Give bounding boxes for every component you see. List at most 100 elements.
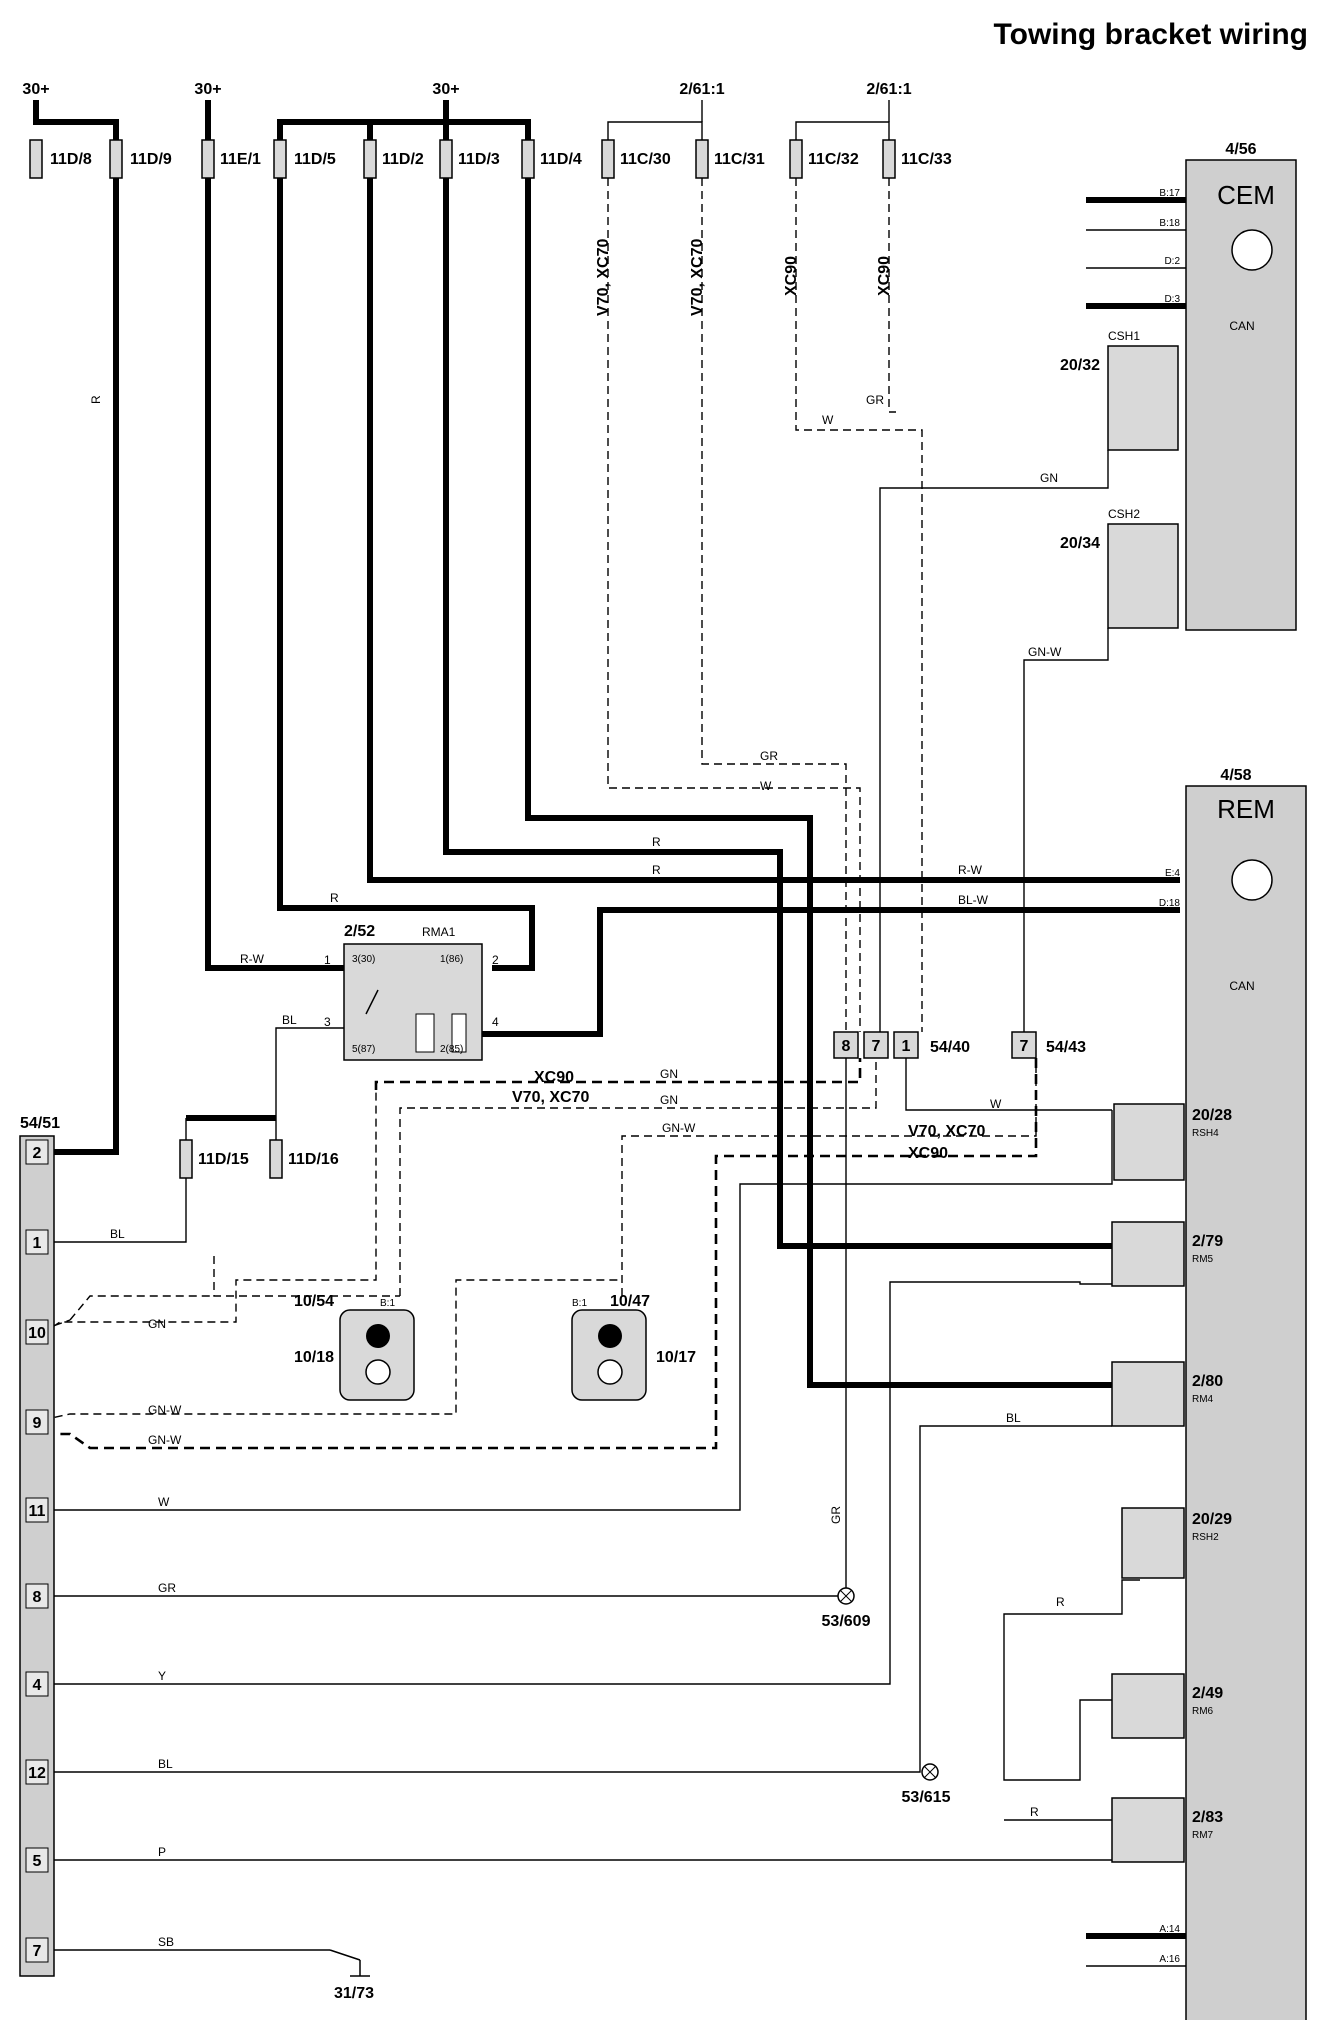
fuse-11d5: 11D/5 bbox=[294, 151, 336, 168]
socket-pin-12: 12 bbox=[28, 1765, 46, 1782]
wire-gnw-label-4: GN-W bbox=[148, 1433, 182, 1447]
fuse-11d16: 11D/16 bbox=[288, 1151, 339, 1168]
fuse-pair-lower bbox=[42, 1115, 283, 1243]
wire-p-label: P bbox=[158, 1845, 166, 1859]
wire-w-label-2: W bbox=[760, 779, 772, 793]
thick-wires bbox=[42, 178, 1180, 1388]
fuse-11d9: 11D/9 bbox=[130, 151, 172, 168]
relay-p85: 2(85) bbox=[440, 1044, 463, 1055]
rem-pin-e4: E:4 bbox=[1165, 868, 1180, 879]
wire-gnw-label-3: GN-W bbox=[148, 1403, 182, 1417]
relay-p86: 1(86) bbox=[440, 954, 463, 965]
ground-3173: 31/73 bbox=[334, 1985, 374, 2002]
rem-pin-a16: A:16 bbox=[1159, 1954, 1180, 1965]
rm4-id: 2/80 bbox=[1192, 1373, 1223, 1390]
c5440-pin8: 8 bbox=[842, 1038, 851, 1055]
cem-pin-b18: B:18 bbox=[1159, 218, 1180, 229]
rem-can: CAN bbox=[1229, 979, 1254, 993]
wire-gnw-label: GN-W bbox=[1028, 645, 1062, 659]
wire-gr-label-3: GR bbox=[158, 1581, 176, 1595]
fuse-11c33: 11C/33 bbox=[901, 151, 952, 168]
variant-v70-c: V70, XC70 bbox=[512, 1089, 589, 1106]
c5440-pin7: 7 bbox=[872, 1038, 881, 1055]
csh1-id: 20/32 bbox=[1060, 357, 1100, 374]
fuse-11e1: 11E/1 bbox=[220, 151, 261, 168]
relay-p87: 5(87) bbox=[352, 1044, 375, 1055]
c5443-pin7: 7 bbox=[1020, 1038, 1029, 1055]
relay-rma1 bbox=[343, 943, 483, 1061]
wire-r-label-5: R bbox=[1056, 1595, 1065, 1609]
fuse-11d3: 11D/3 bbox=[458, 151, 500, 168]
supply-261-a: 2/61:1 bbox=[679, 81, 724, 98]
trailer-socket bbox=[19, 1135, 55, 1977]
socket-pin-2: 2 bbox=[33, 1145, 42, 1162]
wire-r-label-3: R bbox=[652, 835, 661, 849]
wire-y-label: Y bbox=[158, 1669, 166, 1683]
rsh4-id: 20/28 bbox=[1192, 1107, 1232, 1124]
socket-pin-8: 8 bbox=[33, 1589, 42, 1606]
socket-pin-9: 9 bbox=[33, 1415, 42, 1432]
socket-pin-5: 5 bbox=[33, 1853, 42, 1870]
relay-pin-2: 2 bbox=[492, 953, 499, 967]
variant-v70-d: V70, XC70 bbox=[908, 1123, 985, 1140]
lamp-1047-pin: B:1 bbox=[572, 1298, 587, 1309]
rem-pin-a14: A:14 bbox=[1159, 1924, 1180, 1935]
relay-pin-4: 4 bbox=[492, 1015, 499, 1029]
wire-rw-label: R-W bbox=[958, 863, 983, 877]
fuse-11d15: 11D/15 bbox=[198, 1151, 249, 1168]
fuse-11c30: 11C/30 bbox=[620, 151, 671, 168]
wire-bl-label: BL bbox=[282, 1013, 297, 1027]
cem-pin-d3: D:3 bbox=[1164, 294, 1180, 305]
wire-gn-label-3: GN bbox=[660, 1093, 678, 1107]
fuse-11c32: 11C/32 bbox=[808, 151, 859, 168]
wire-gn-label-4: GN bbox=[148, 1317, 166, 1331]
lamp-1017: 10/17 bbox=[656, 1349, 696, 1366]
connector-5443-label: 54/43 bbox=[1046, 1039, 1086, 1056]
variant-xc90-a: XC90 bbox=[783, 256, 800, 296]
rsh2-id: 20/29 bbox=[1192, 1511, 1232, 1528]
supply-bus bbox=[33, 100, 890, 140]
socket-5451: 54/51 bbox=[20, 1115, 60, 1132]
cem-module bbox=[1086, 159, 1297, 631]
rm7-name: RM7 bbox=[1192, 1830, 1214, 1841]
socket-pin-11: 11 bbox=[29, 1503, 46, 1520]
rem-id: 4/58 bbox=[1220, 767, 1251, 784]
variant-v70-a: V70, XC70 bbox=[595, 239, 612, 316]
lamp-1047: 10/47 bbox=[610, 1293, 650, 1310]
supply-30-c: 30+ bbox=[432, 81, 459, 98]
relay-p30: 3(30) bbox=[352, 954, 375, 965]
wire-blw-label: BL-W bbox=[958, 893, 989, 907]
relay-pin-3: 3 bbox=[324, 1015, 331, 1029]
supply-261-b: 2/61:1 bbox=[866, 81, 911, 98]
wire-bl-label-4: BL bbox=[1006, 1411, 1021, 1425]
wire-bl-label-3: BL bbox=[110, 1227, 125, 1241]
variant-xc90-d: XC90 bbox=[908, 1145, 948, 1162]
cem-pin-b17: B:17 bbox=[1159, 188, 1180, 199]
rsh4-name: RSH4 bbox=[1192, 1128, 1219, 1139]
fuse-row bbox=[29, 139, 896, 179]
rem-name: REM bbox=[1217, 794, 1275, 824]
rem-submodules bbox=[1111, 1103, 1185, 1863]
socket-pin-1: 1 bbox=[33, 1235, 42, 1252]
socket-pin-4: 4 bbox=[33, 1677, 42, 1694]
variant-wires-lower bbox=[41, 1058, 1038, 1450]
csh2-name: CSH2 bbox=[1108, 507, 1140, 521]
wire-w-label-4: W bbox=[990, 1097, 1002, 1111]
csh2-id: 20/34 bbox=[1060, 535, 1100, 552]
cem-can: CAN bbox=[1229, 319, 1254, 333]
wire-w-label: W bbox=[822, 413, 834, 427]
wire-sb-label: SB bbox=[158, 1935, 174, 1949]
wire-r-label: R bbox=[89, 395, 103, 404]
rm7-id: 2/83 bbox=[1192, 1809, 1223, 1826]
relay-rma1-id: 2/52 bbox=[344, 923, 375, 940]
relay-pin-1: 1 bbox=[324, 953, 331, 967]
lamp-1054-pin: B:1 bbox=[380, 1298, 395, 1309]
supply-30-a: 30+ bbox=[22, 81, 49, 98]
lamp-units bbox=[339, 1309, 647, 1401]
relay-rma1-name: RMA1 bbox=[422, 925, 456, 939]
wire-gn-label-2: GN bbox=[660, 1067, 678, 1081]
csh1-name: CSH1 bbox=[1108, 329, 1140, 343]
fuse-11d2: 11D/2 bbox=[382, 151, 424, 168]
wire-w-label-3: W bbox=[158, 1495, 170, 1509]
rem-pin-d18: D:18 bbox=[1159, 898, 1181, 909]
